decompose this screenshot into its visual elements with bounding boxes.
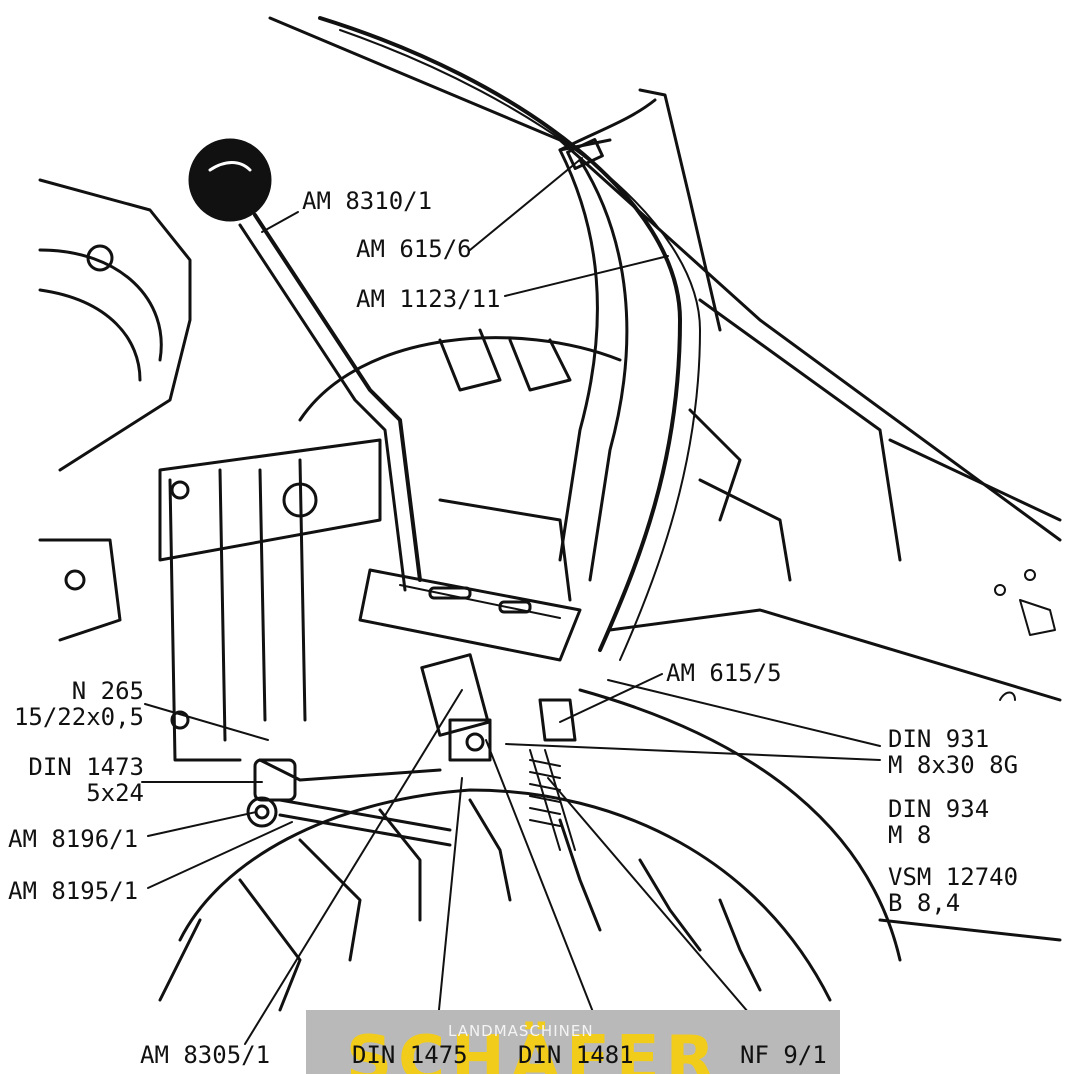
- label-am-8196-1: AM 8196/1: [8, 825, 139, 853]
- label-am-8310-1: AM 8310/1: [302, 187, 433, 215]
- leader-nf-9-1: [547, 777, 773, 1041]
- linkage-assembly: [246, 653, 577, 851]
- label-nf-9-1: NF 9/1: [740, 1041, 827, 1069]
- label-din-1481: DIN 1481: [518, 1041, 634, 1069]
- leader-din-1475: [435, 777, 463, 1041]
- leader-din-931: [607, 679, 881, 747]
- label-am-8195-1: AM 8195/1: [8, 877, 139, 905]
- leader-am-1123-11: [504, 255, 669, 297]
- label-din-931: DIN 931: [888, 725, 990, 753]
- hex-bolt: [282, 482, 318, 518]
- rod-eye: [246, 796, 278, 828]
- leader-am-8195-1: [147, 821, 293, 889]
- leader-am-8305-1: [244, 689, 463, 1045]
- leader-am-615-5: [559, 673, 663, 723]
- label-din-1473-size: 5x24: [86, 779, 144, 807]
- leader-am-8196-1: [147, 811, 257, 837]
- return-spring: [529, 759, 561, 827]
- shift-lever: [188, 138, 422, 592]
- label-am-8305-1: AM 8305/1: [140, 1041, 271, 1069]
- leader-din-1481: [485, 739, 605, 1041]
- tyre: [158, 328, 832, 1012]
- watermark-logo: SCHÄFER LANDMASCHINEN: [306, 1010, 840, 1074]
- label-din-1475: DIN 1475: [352, 1041, 468, 1069]
- watermark-logo-art: SCHÄFER: [346, 1023, 721, 1074]
- label-n-265: N 265: [71, 677, 144, 705]
- shift-gate-plate: [358, 498, 582, 662]
- label-am-615-6: AM 615/6: [356, 235, 472, 263]
- leader-din-934: [505, 743, 881, 761]
- lever-knob: [188, 138, 272, 222]
- label-n-265-size: 15/22x0,5: [13, 703, 144, 731]
- shift-guide-bar: [318, 16, 722, 661]
- label-din-934: DIN 934: [888, 795, 990, 823]
- loose-fasteners: [994, 569, 1056, 701]
- leader-n-265: [144, 703, 269, 741]
- label-am-1123-11: AM 1123/11: [356, 285, 501, 313]
- label-din-1473: DIN 1473: [28, 753, 144, 781]
- label-din-934-size: M 8: [888, 821, 932, 849]
- label-am-615-5: AM 615/5: [666, 659, 782, 687]
- leader-am-615-6: [469, 157, 583, 251]
- leader-am-8310-1: [261, 211, 299, 233]
- engine-housing: [38, 178, 382, 762]
- clamp-band: [558, 98, 657, 170]
- label-din-931-size: M 8x30 8G: [888, 751, 1019, 779]
- watermark-text: LANDMASCHINEN: [448, 1022, 594, 1040]
- label-vsm-12740: VSM 12740: [888, 863, 1019, 891]
- label-vsm-12740-size: B 8,4: [888, 889, 961, 917]
- leader-lines: [141, 157, 881, 1045]
